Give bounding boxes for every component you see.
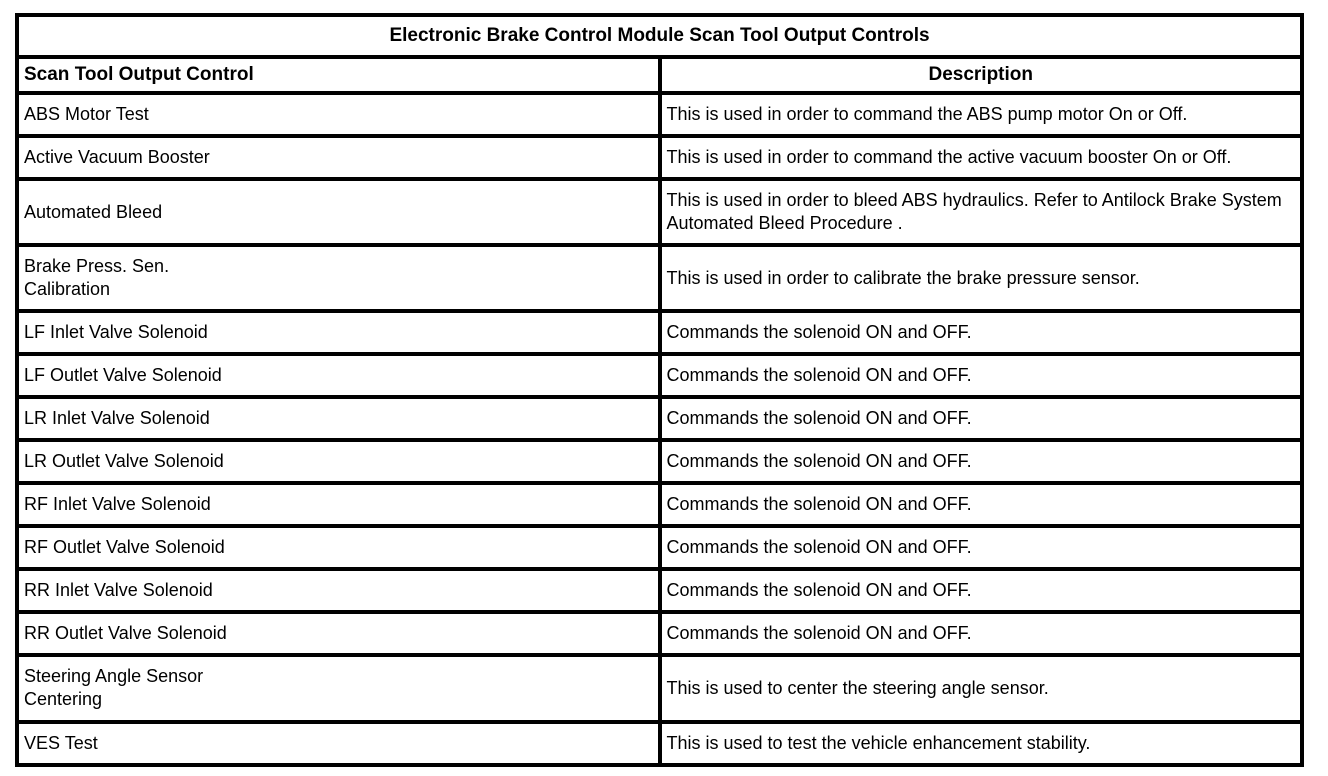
control-cell: Automated Bleed bbox=[15, 177, 662, 248]
description-cell: Commands the solenoid ON and OFF. bbox=[657, 610, 1304, 658]
table-row: Automated Bleed This is used in order to… bbox=[15, 177, 1304, 248]
control-cell: Steering Angle Sensor Centering bbox=[15, 653, 662, 724]
table-row: Steering Angle Sensor Centering This is … bbox=[15, 653, 1304, 724]
description-cell: This is used in order to command the act… bbox=[657, 134, 1304, 182]
table-row: LF Inlet Valve Solenoid Commands the sol… bbox=[15, 309, 1304, 357]
control-cell: VES Test bbox=[15, 719, 662, 767]
table-row: RR Inlet Valve Solenoid Commands the sol… bbox=[15, 567, 1304, 615]
control-cell: RF Inlet Valve Solenoid bbox=[15, 481, 662, 529]
description-cell: This is used in order to calibrate the b… bbox=[657, 243, 1304, 314]
control-cell: RF Outlet Valve Solenoid bbox=[15, 524, 662, 572]
table-row: RF Inlet Valve Solenoid Commands the sol… bbox=[15, 481, 1304, 529]
table-row: LF Outlet Valve Solenoid Commands the so… bbox=[15, 352, 1304, 400]
scan-tool-output-controls-table: Electronic Brake Control Module Scan Too… bbox=[15, 13, 1304, 767]
control-cell: ABS Motor Test bbox=[15, 90, 662, 139]
table-body: ABS Motor Test This is used in order to … bbox=[15, 90, 1304, 767]
control-cell: Brake Press. Sen. Calibration bbox=[15, 243, 662, 314]
control-cell: LR Inlet Valve Solenoid bbox=[15, 395, 662, 443]
description-cell: This is used to test the vehicle enhance… bbox=[657, 719, 1304, 767]
column-header-description: Description bbox=[657, 55, 1304, 95]
table-row: RR Outlet Valve Solenoid Commands the so… bbox=[15, 610, 1304, 658]
table-row: VES Test This is used to test the vehicl… bbox=[15, 719, 1304, 767]
control-cell: RR Inlet Valve Solenoid bbox=[15, 567, 662, 615]
description-cell: Commands the solenoid ON and OFF. bbox=[657, 481, 1304, 529]
control-cell: LR Outlet Valve Solenoid bbox=[15, 438, 662, 486]
description-cell: Commands the solenoid ON and OFF. bbox=[657, 395, 1304, 443]
control-cell: LF Outlet Valve Solenoid bbox=[15, 352, 662, 400]
table-row: LR Inlet Valve Solenoid Commands the sol… bbox=[15, 395, 1304, 443]
description-cell: This is used in order to bleed ABS hydra… bbox=[657, 177, 1304, 248]
description-cell: This is used to center the steering angl… bbox=[657, 653, 1304, 724]
control-cell: Active Vacuum Booster bbox=[15, 134, 662, 182]
control-cell: RR Outlet Valve Solenoid bbox=[15, 610, 662, 658]
table-header-row: Scan Tool Output Control Description bbox=[15, 55, 1304, 95]
table-row: LR Outlet Valve Solenoid Commands the so… bbox=[15, 438, 1304, 486]
control-cell: LF Inlet Valve Solenoid bbox=[15, 309, 662, 357]
description-cell: Commands the solenoid ON and OFF. bbox=[657, 352, 1304, 400]
table-row: RF Outlet Valve Solenoid Commands the so… bbox=[15, 524, 1304, 572]
table-row: Brake Press. Sen. Calibration This is us… bbox=[15, 243, 1304, 314]
column-header-control: Scan Tool Output Control bbox=[15, 55, 662, 95]
description-cell: Commands the solenoid ON and OFF. bbox=[657, 309, 1304, 357]
description-cell: Commands the solenoid ON and OFF. bbox=[657, 438, 1304, 486]
table-title-row: Electronic Brake Control Module Scan Too… bbox=[15, 13, 1304, 59]
description-cell: Commands the solenoid ON and OFF. bbox=[657, 567, 1304, 615]
table-row: Active Vacuum Booster This is used in or… bbox=[15, 134, 1304, 182]
table-title: Electronic Brake Control Module Scan Too… bbox=[15, 13, 1304, 59]
description-cell: This is used in order to command the ABS… bbox=[657, 90, 1304, 139]
table-row: ABS Motor Test This is used in order to … bbox=[15, 90, 1304, 139]
description-cell: Commands the solenoid ON and OFF. bbox=[657, 524, 1304, 572]
